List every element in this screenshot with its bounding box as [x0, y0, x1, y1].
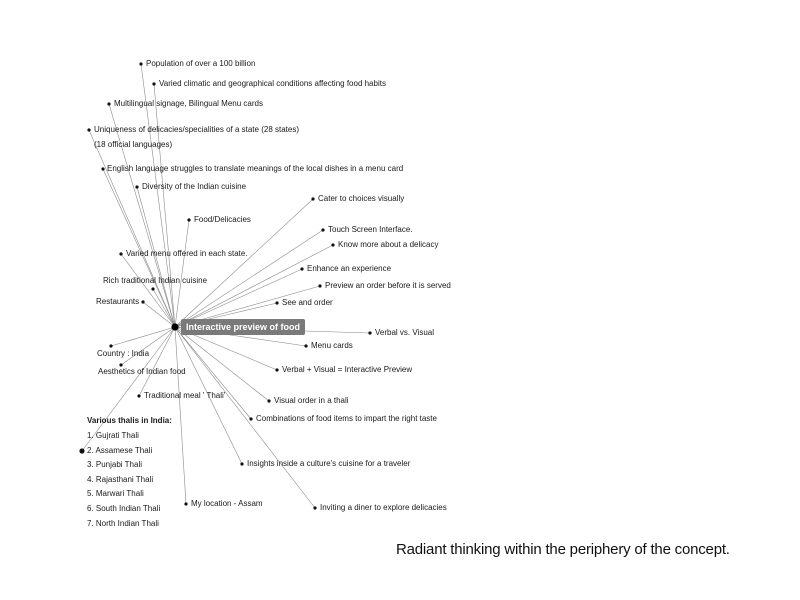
connector-line-aesthetics: [120, 326, 176, 366]
node-dot-multilingual: [107, 102, 111, 106]
node-dot-cater-choices: [311, 197, 315, 201]
node-dot-traditional-meal: [137, 394, 141, 398]
connector-line-english-language: [102, 168, 176, 328]
node-label-restaurants: Restaurants: [96, 297, 140, 306]
connector-line-visual-order: [174, 326, 270, 402]
node-dot-menu-cards: [304, 344, 308, 348]
connector-line-rich-traditional: [152, 288, 176, 328]
node-dot-visual-order: [267, 399, 271, 403]
thali-item: 7. North Indian Thali: [87, 518, 159, 528]
node-dot-inviting-diner: [313, 506, 317, 510]
node-label-cater-choices: Cater to choices visually: [318, 194, 405, 203]
connector-line-varied-menu: [120, 253, 176, 328]
connector-line-touch-screen: [174, 229, 324, 328]
node-label-inviting-diner: Inviting a diner to explore delicacies: [320, 503, 447, 512]
thali-item: 1. Gujrati Thali: [87, 431, 139, 440]
center-node-label: Interactive preview of food: [181, 319, 306, 335]
connector-line-thalis: [81, 326, 176, 452]
node-label-see-and-order: See and order: [282, 298, 333, 307]
connector-line-know-more: [174, 244, 334, 328]
node-dot-verbal-plus-visual: [275, 368, 279, 372]
node-label-visual-order: Visual order in a thali: [274, 396, 349, 405]
connector-line-cater-choices: [174, 198, 314, 328]
node-dot-touch-screen: [321, 228, 325, 232]
node-label-preview-order: Preview an order before it is served: [325, 281, 451, 290]
connector-line-restaurants: [142, 301, 176, 328]
node-dot-enhance-experience: [300, 267, 304, 271]
node-label-climatic: Varied climatic and geographical conditi…: [159, 79, 386, 88]
connector-line-enhance-experience: [174, 268, 303, 328]
node-dot-food-delicacies: [187, 218, 191, 222]
thali-item: 6. South Indian Thali: [87, 503, 161, 513]
node-label-diversity: Diversity of the Indian cuisine: [142, 182, 247, 191]
connector-line-inviting-diner: [174, 326, 316, 509]
connector-line-food-delicacies: [174, 219, 190, 328]
node-dot-insights: [240, 462, 244, 466]
node-dot-combinations: [249, 417, 253, 421]
node-dot-thalis: [79, 448, 85, 454]
node-dot-climatic: [152, 82, 156, 86]
node-dot-know-more: [331, 243, 335, 247]
thali-item: 3. Punjabi Thali: [87, 460, 142, 470]
connector-line-uniqueness: [88, 129, 176, 328]
node-label-population: Population of over a 100 billion: [146, 59, 256, 68]
thali-item: 2. Assamese Thali: [87, 445, 153, 455]
node-dot-varied-menu: [119, 252, 123, 256]
node-label-country: Country : India: [97, 349, 150, 358]
node-label-official-languages: (18 official languages): [94, 140, 173, 149]
thali-list-heading: Various thalis in India:: [87, 416, 172, 425]
node-dot-country: [109, 344, 113, 348]
node-label-touch-screen: Touch Screen Interface.: [328, 225, 413, 234]
node-label-multilingual: Multilingual signage, Bilingual Menu car…: [114, 99, 263, 108]
thali-item: 4. Rajasthani Thali: [87, 474, 154, 484]
connector-line-country: [110, 326, 176, 347]
connector-line-diversity: [136, 186, 176, 328]
node-label-know-more: Know more about a delicacy: [338, 240, 439, 249]
connector-line-my-location: [174, 326, 187, 505]
thali-item: 5. Marwari Thali: [87, 489, 144, 499]
node-label-traditional-meal: Traditional meal ' Thali': [144, 391, 226, 400]
node-dot-verbal-vs-visual: [368, 331, 372, 335]
node-label-food-delicacies: Food/Delicacies: [194, 215, 251, 224]
node-dot-rich-traditional: [151, 287, 155, 291]
node-dot-population: [139, 62, 143, 66]
node-label-verbal-plus-visual: Verbal + Visual = Interactive Preview: [282, 365, 413, 374]
node-dot-my-location: [184, 502, 188, 506]
node-dot-diversity: [135, 185, 139, 189]
connector-line-climatic: [153, 83, 176, 328]
connector-line-population: [140, 63, 176, 328]
node-dot-preview-order: [318, 284, 322, 288]
node-label-combinations: Combinations of food items to impart the…: [256, 414, 437, 423]
node-dot-restaurants: [141, 300, 145, 304]
center-node-dot: [171, 323, 179, 331]
connector-line-multilingual: [108, 103, 176, 328]
connector-line-combinations: [174, 326, 252, 420]
node-label-my-location: My location - Assam: [191, 499, 263, 508]
node-label-varied-menu: Varied menu offered in each state.: [126, 249, 248, 258]
node-label-rich-traditional: Rich traditional Indian cuisine: [103, 276, 208, 285]
connector-line-traditional-meal: [138, 326, 176, 397]
thali-list: Various thalis in India: 1. Gujrati Thal…: [87, 415, 172, 531]
connector-line-insights: [174, 326, 243, 465]
node-dot-see-and-order: [275, 301, 279, 305]
node-label-verbal-vs-visual: Verbal vs. Visual: [375, 328, 434, 337]
node-dot-aesthetics: [119, 363, 123, 367]
node-label-english-language: English language struggles to translate …: [107, 164, 404, 173]
node-label-uniqueness: Uniqueness of delicacies/specialities of…: [94, 125, 299, 134]
node-dot-uniqueness: [87, 128, 91, 132]
node-label-enhance-experience: Enhance an experience: [307, 264, 392, 273]
node-label-menu-cards: Menu cards: [311, 341, 353, 350]
diagram-caption: Radiant thinking within the periphery of…: [396, 541, 730, 558]
node-dot-english-language: [101, 167, 105, 171]
node-label-insights: Insights inside a culture's cuisine for …: [247, 459, 411, 468]
node-label-aesthetics: Aesthetics of Indian food: [98, 367, 186, 376]
